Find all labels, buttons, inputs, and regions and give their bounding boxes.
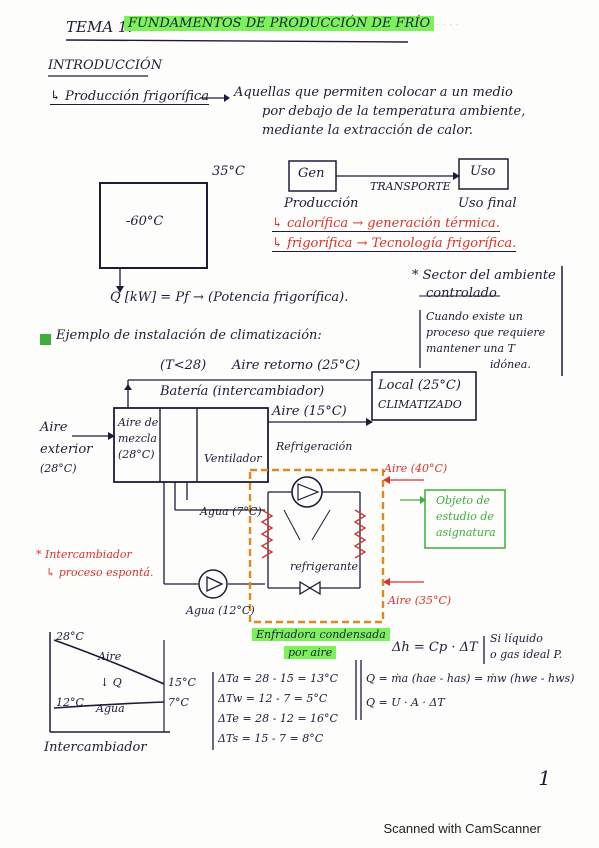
definition-line-3: mediante la extracción de calor. [262,123,474,138]
enfriadora-line-1-text: Enfriadora condensada [252,628,390,641]
climatizado-label: CLIMATIZADO [378,398,462,411]
graph-t28-label: 28°C [56,630,84,643]
t-condition-label: (T<28) [160,358,207,373]
enfriadora-line-2-text: por aire [284,646,337,659]
heat-transfer-equation: Q = U · A · ΔT [366,696,445,709]
intercambiador-note-2: ↳ proceso espontá. [46,566,154,579]
graph-q-label: ↓ Q [100,676,122,689]
enfriadora-line-2: por aire [284,646,337,659]
local-label: Local (25°C) [378,378,461,393]
intercambiador-note-1: * Intercambiador [36,548,132,561]
graph-t7-label: 7°C [168,696,189,709]
page-title: FUNDAMENTOS DE PRODUCCIÓN DE FRÍO [124,16,435,31]
delta-te: ΔTe = 28 - 12 = 16°C [218,712,338,725]
tema-label: TEMA 1. [66,18,133,36]
sector-line-3: Cuando existe un [426,310,523,323]
example-heading: Ejemplo de instalación de climatización: [56,328,322,343]
ventilador-label: Ventilador [204,452,262,465]
enthalpy-equation: Δh = Cp · ΔT [392,640,478,655]
heat-balance-equation: Q = ṁa (hae - has) = ṁw (hwe - hws) [366,672,575,685]
sector-line-1: * Sector del ambiente [412,268,556,283]
definition-line-1: Aquellas que permiten colocar a un medio [234,85,513,100]
graph-t12-label: 12°C [56,696,84,709]
produccion-label: Producción [284,196,359,211]
uso-final-label: Uso final [458,196,517,211]
sector-line-2: controlado [426,286,497,301]
intro-heading: INTRODUCCIÓN [48,58,163,73]
agua-7-label: Agua (7°C) [200,505,262,518]
outer-temperature: 35°C [212,164,245,179]
bleed-through: · · · · · [430,20,459,31]
produccion-frigorifica-label: ↳ Producción frigorífica [50,89,209,105]
graph-t15-label: 15°C [168,676,196,689]
aire-mezcla-line-1: Aire de [118,416,159,429]
aire-35-label: Aire (35°C) [388,594,452,607]
sector-line-6: idónea. [490,358,531,371]
liquido-note-1: Si líquido [490,632,543,645]
gen-box-label: Gen [298,166,325,181]
aire-15-label: Aire (15°C) [272,404,347,419]
refrigeracion-label: Refrigeración [276,440,353,453]
aire-exterior-line-2: exterior [40,442,93,457]
sector-line-5: mantener una T [426,342,515,355]
page-number: 1 [538,766,551,790]
aire-mezcla-line-3: (28°C) [118,448,155,461]
delta-tw: ΔTw = 12 - 7 = 5°C [218,692,328,705]
transporte-label: TRANSPORTE [370,180,451,193]
aire-40-label: Aire (40°C) [384,462,448,475]
liquido-note-2: o gas ideal P. [490,648,563,661]
aire-exterior-line-3: (28°C) [40,462,77,475]
delta-ts: ΔTs = 15 - 7 = 8°C [218,732,324,745]
calorifica-line: ↳ calorífica → generación térmica. [272,216,500,232]
graph-agua-label: Agua [96,702,125,715]
page-title-text: FUNDAMENTOS DE PRODUCCIÓN DE FRÍO [124,16,435,31]
inner-temperature: -60°C [126,214,164,229]
bullet-square-icon [40,334,51,345]
frigorifica-line: ↳ frigorífica → Tecnología frigorífica. [272,236,517,252]
aire-retorno-label: Aire retorno (25°C) [232,358,361,373]
objeto-line-3: asignatura [436,526,496,539]
refrigerante-label: refrigerante [290,560,358,573]
objeto-line-1: Objeto de [436,494,491,507]
objeto-line-2: estudio de [436,510,494,523]
aire-mezcla-line-2: mezcla [118,432,157,445]
definition-line-2: por debajo de la temperatura ambiente, [262,104,526,119]
graph-aire-label: Aire [98,650,122,663]
camscanner-footer: Scanned with CamScanner [383,821,541,836]
graph-caption: Intercambiador [44,740,147,755]
uso-box-label: Uso [470,164,496,179]
bateria-label: Batería (intercambiador) [160,384,325,399]
sector-line-4: proceso que requiere [426,326,546,339]
aire-exterior-line-1: Aire [40,420,68,435]
agua-12-label: Agua (12°C) [186,604,255,617]
potencia-frigorifica-formula: Q [kW] = Pf → (Potencia frigorífica). [110,290,349,305]
enfriadora-line-1: Enfriadora condensada [252,628,390,641]
delta-ta: ΔTa = 28 - 15 = 13°C [218,672,339,685]
